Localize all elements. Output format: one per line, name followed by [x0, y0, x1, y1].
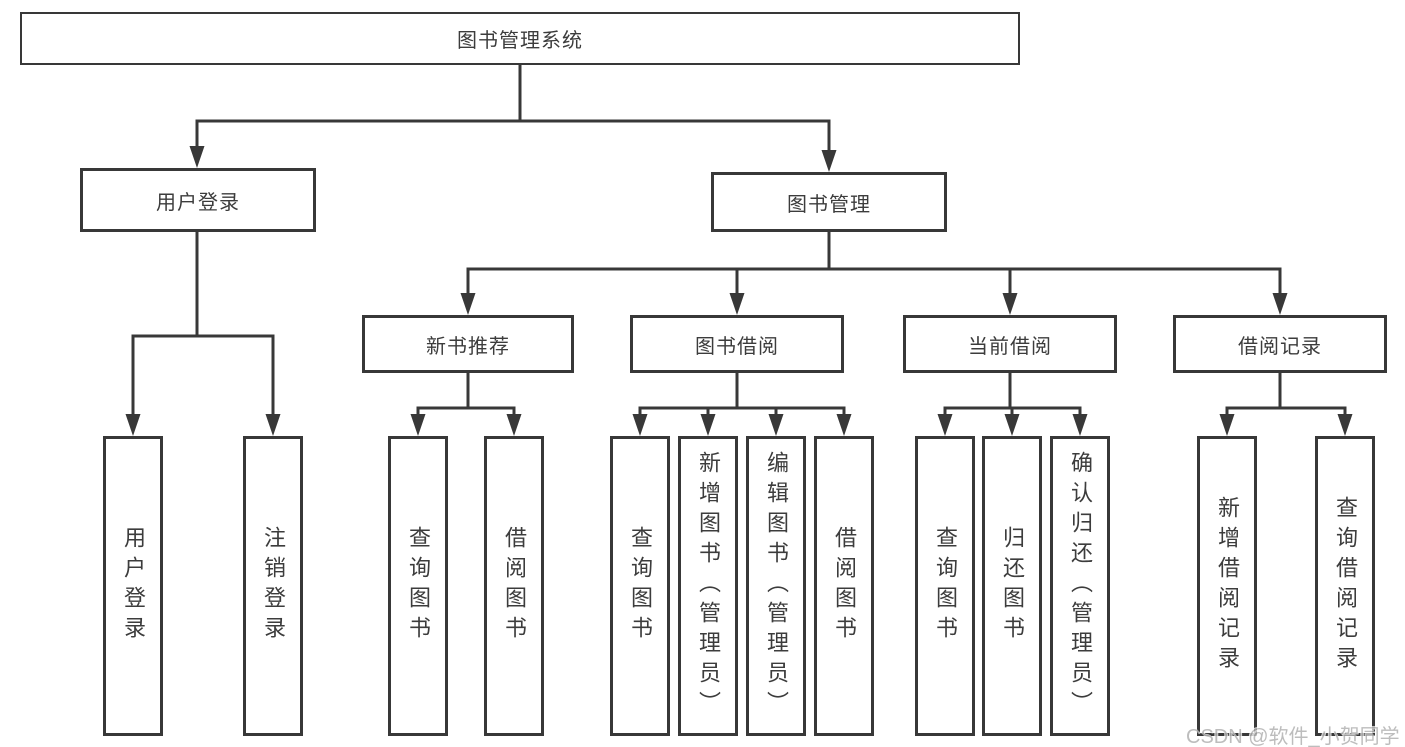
leaf-add-books-admin: 新增图书（管理员）	[678, 436, 738, 736]
leaf-add-borrow-record: 新增借阅记录	[1197, 436, 1257, 736]
node-book-management: 图书管理	[711, 172, 947, 232]
leaf-user-login: 用户登录	[103, 436, 163, 736]
csdn-watermark: CSDN @软件_小贺同学	[1186, 726, 1400, 747]
leaf-query-books-borrow: 查询图书	[610, 436, 670, 736]
leaf-query-books-current: 查询图书	[915, 436, 975, 736]
node-new-book-recommendation: 新书推荐	[362, 315, 574, 373]
leaf-borrow-books: 借阅图书	[814, 436, 874, 736]
node-current-borrowing: 当前借阅	[903, 315, 1117, 373]
node-borrowing-records: 借阅记录	[1173, 315, 1387, 373]
leaf-borrow-books-recommend: 借阅图书	[484, 436, 544, 736]
leaf-query-borrow-record: 查询借阅记录	[1315, 436, 1375, 736]
node-library-management-system: 图书管理系统	[20, 12, 1020, 65]
leaf-logout: 注销登录	[243, 436, 303, 736]
leaf-return-books: 归还图书	[982, 436, 1042, 736]
tree-lines	[131, 63, 1347, 420]
leaf-edit-books-admin: 编辑图书（管理员）	[746, 436, 806, 736]
leaf-query-books-recommend: 查询图书	[388, 436, 448, 736]
leaf-confirm-return-admin: 确认归还（管理员）	[1050, 436, 1110, 736]
node-book-borrowing: 图书借阅	[630, 315, 844, 373]
node-user-login: 用户登录	[80, 168, 316, 232]
